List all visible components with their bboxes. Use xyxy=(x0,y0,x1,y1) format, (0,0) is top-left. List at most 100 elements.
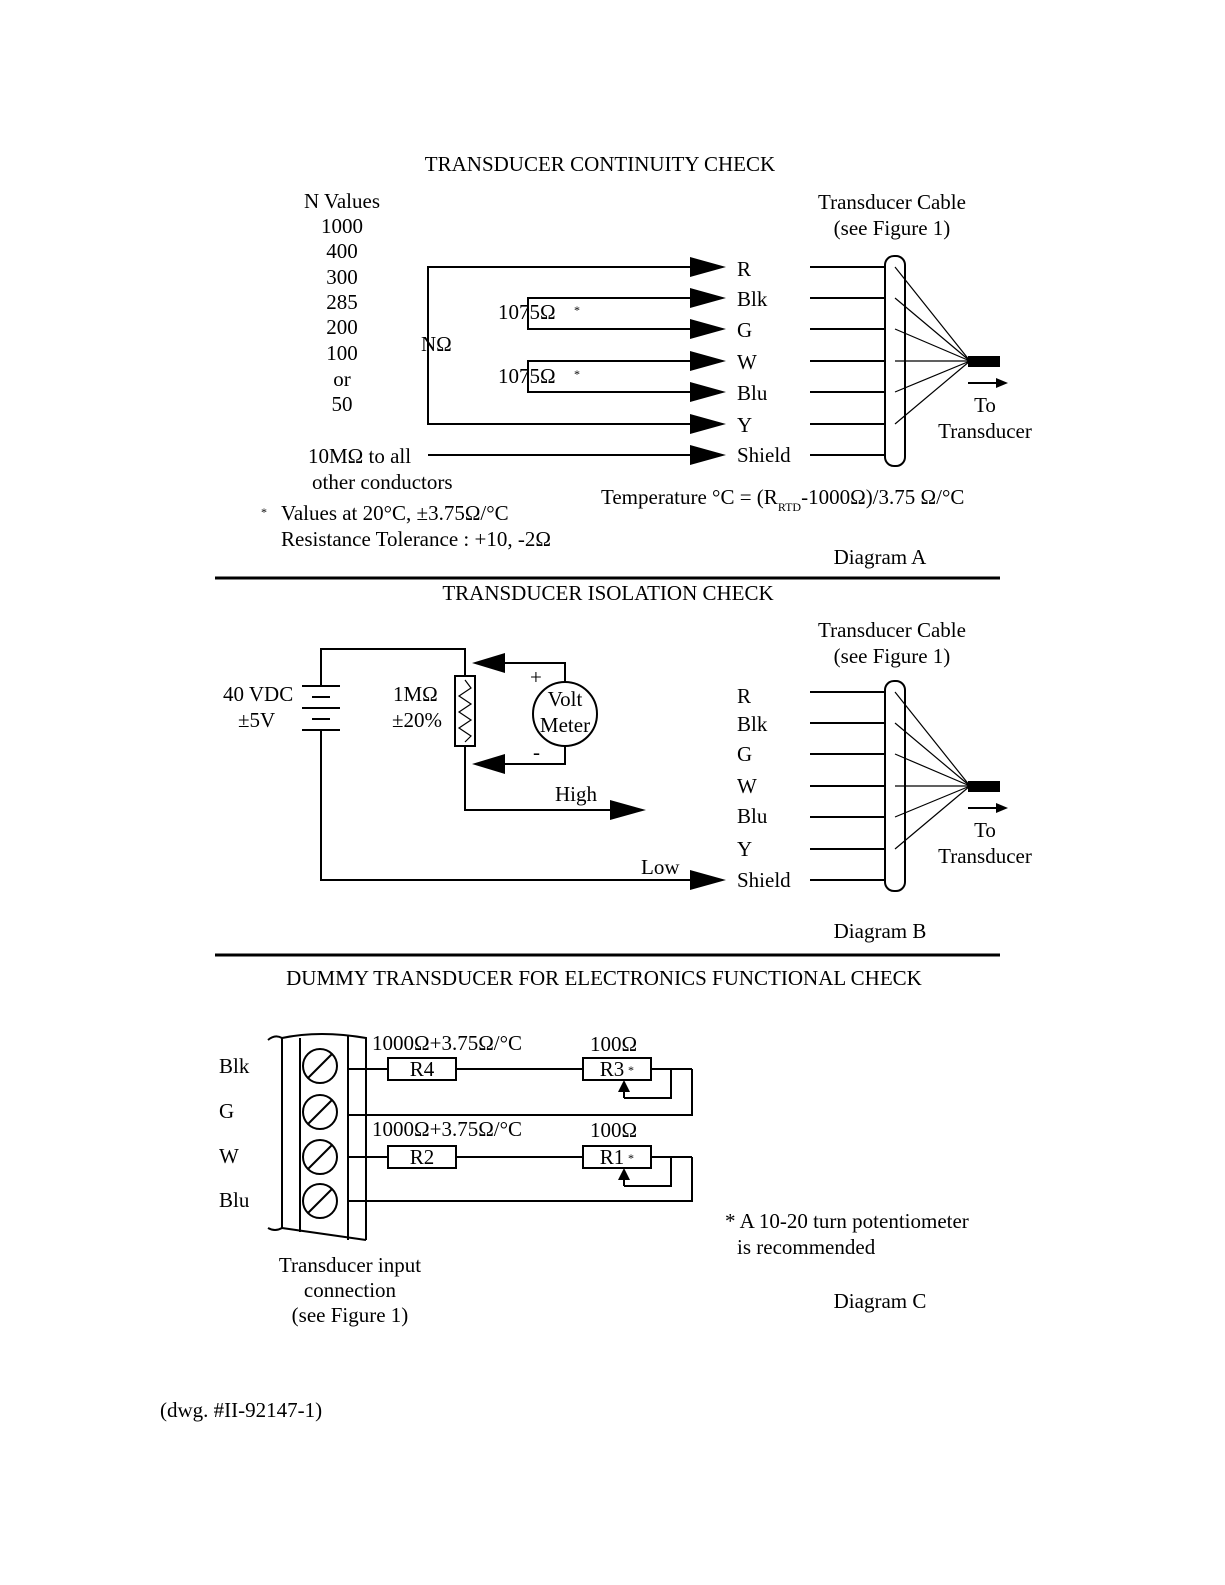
cable-label-1: Transducer Cable xyxy=(818,190,966,214)
arrowhead-g xyxy=(690,319,726,339)
meter-plus-lead xyxy=(505,662,566,682)
low-label: Low xyxy=(641,855,680,879)
diagram-a: TRANSDUCER CONTINUITY CHECK N Values 100… xyxy=(261,152,1032,569)
blk-g-resistance-mark: * xyxy=(574,303,580,317)
screw-blu xyxy=(302,1183,338,1219)
diagram-b-title: TRANSDUCER ISOLATION CHECK xyxy=(442,581,773,605)
transducer-label: Transducer xyxy=(938,419,1032,443)
resistor-zigzag xyxy=(457,679,473,743)
cable-fan-lines xyxy=(894,691,971,850)
screw-w xyxy=(302,1139,338,1175)
formula-part-b: -1000Ω)/3.75 Ω/°C xyxy=(801,485,964,509)
wire-label-blu: Blu xyxy=(737,804,768,828)
to-label: To xyxy=(974,818,996,842)
resistor-label-2: ±20% xyxy=(392,708,442,732)
diagram-c: DUMMY TRANSDUCER FOR ELECTRONICS FUNCTIO… xyxy=(219,966,969,1327)
input-label-1: Transducer input xyxy=(279,1253,421,1277)
cable-lead-lines xyxy=(810,266,885,456)
battery-label-2: ±5V xyxy=(238,708,275,732)
diagram-a-label: Diagram A xyxy=(834,545,928,569)
r1-mark: * xyxy=(628,1151,634,1165)
cable-label-2: (see Figure 1) xyxy=(834,216,951,240)
w-blu-resistance-label: 1075Ω xyxy=(498,364,556,388)
diagram-b: TRANSDUCER ISOLATION CHECK 40 VDC ±5V 1M… xyxy=(223,581,1032,943)
arrowhead-shield xyxy=(690,445,726,465)
voltmeter-label-1: Volt xyxy=(548,687,583,711)
wire-label-w: W xyxy=(737,774,757,798)
w-blu-resistance-mark: * xyxy=(574,367,580,381)
cable-connector xyxy=(968,781,1000,792)
temperature-formula: Temperature °C = (RRTD-1000Ω)/3.75 Ω/°C xyxy=(601,485,964,514)
formula-subscript: RTD xyxy=(778,500,802,514)
resistor-1mohm xyxy=(454,675,476,747)
input-label-3: (see Figure 1) xyxy=(292,1303,409,1327)
n-value: 100 xyxy=(326,341,358,365)
transducer-label: Transducer xyxy=(938,844,1032,868)
resistor-label-1: 1MΩ xyxy=(393,682,438,706)
r1-value: 100Ω xyxy=(590,1118,637,1142)
cable-label-1: Transducer Cable xyxy=(818,618,966,642)
voltmeter-label-2: Meter xyxy=(540,713,590,737)
battery-label-1: 40 VDC xyxy=(223,682,293,706)
arrowhead-blk xyxy=(690,288,726,308)
n-ohm-label: NΩ xyxy=(421,332,452,356)
input-label-2: connection xyxy=(304,1278,397,1302)
potentiometer-note-1: * A 10-20 turn potentiometer xyxy=(725,1209,969,1233)
insulation-label-1: 10MΩ to all xyxy=(308,444,411,468)
r2-label: R2 xyxy=(410,1145,435,1169)
note-mark: * xyxy=(261,505,267,519)
minus-label: - xyxy=(533,740,540,764)
n-values-heading: N Values xyxy=(304,189,380,213)
wire-label-shield: Shield xyxy=(737,443,791,467)
blu-return-wire xyxy=(348,1157,693,1202)
battery-symbol xyxy=(302,685,340,731)
cable-lead-lines xyxy=(810,691,885,881)
wire-label-r: R xyxy=(737,684,751,708)
to-transducer-arrowhead xyxy=(996,803,1008,813)
wire-label-blk: Blk xyxy=(737,287,768,311)
formula-part-a: Temperature °C = (R xyxy=(601,485,778,509)
w-blu-resistance-wire xyxy=(527,360,690,393)
meter-minus-arrowhead xyxy=(472,754,505,774)
diagram-b-label: Diagram B xyxy=(834,919,927,943)
wire-label-w: W xyxy=(737,350,757,374)
screw-blk xyxy=(302,1048,338,1084)
meter-minus-lead xyxy=(505,746,566,765)
high-arrowhead xyxy=(610,800,646,820)
wire-label-r: R xyxy=(737,257,751,281)
terminal-label-w: W xyxy=(219,1144,239,1168)
terminal-label-blk: Blk xyxy=(219,1054,250,1078)
r1-wiper-arrow xyxy=(618,1168,630,1180)
n-value: 200 xyxy=(326,315,358,339)
low-arrowhead xyxy=(690,870,726,890)
high-wire xyxy=(464,746,610,811)
r2-value: 1000Ω+3.75Ω/°C xyxy=(372,1117,522,1141)
r1-label: R1 xyxy=(600,1145,625,1169)
diagram-c-title: DUMMY TRANSDUCER FOR ELECTRONICS FUNCTIO… xyxy=(286,966,922,990)
n-value: 400 xyxy=(326,239,358,263)
blk-g-resistance-label: 1075Ω xyxy=(498,300,556,324)
n-value: or xyxy=(333,367,351,391)
plus-label: + xyxy=(530,665,542,689)
n-ohm-loop-wire xyxy=(427,266,690,425)
meter-plus-arrowhead xyxy=(472,653,505,673)
r3-mark: * xyxy=(628,1063,634,1077)
n-value: 50 xyxy=(332,392,353,416)
terminal-label-blu: Blu xyxy=(219,1188,250,1212)
wire-label-y: Y xyxy=(737,413,752,437)
potentiometer-note-2: is recommended xyxy=(737,1235,876,1259)
g-return-wire xyxy=(348,1069,693,1116)
diagram-c-label: Diagram C xyxy=(834,1289,927,1313)
note-values: Values at 20°C, ±3.75Ω/°C xyxy=(281,501,509,525)
n-value: 1000 xyxy=(321,214,363,238)
high-label: High xyxy=(555,782,598,806)
wire-label-y: Y xyxy=(737,837,752,861)
arrowhead-y xyxy=(690,414,726,434)
terminal-label-g: G xyxy=(219,1099,234,1123)
r4-label: R4 xyxy=(410,1057,435,1081)
blk-g-resistance-wire xyxy=(527,297,690,330)
to-transducer-arrowhead xyxy=(996,378,1008,388)
arrowhead-blu xyxy=(690,382,726,402)
n-value: 285 xyxy=(326,290,358,314)
r3-label: R3 xyxy=(600,1057,625,1081)
